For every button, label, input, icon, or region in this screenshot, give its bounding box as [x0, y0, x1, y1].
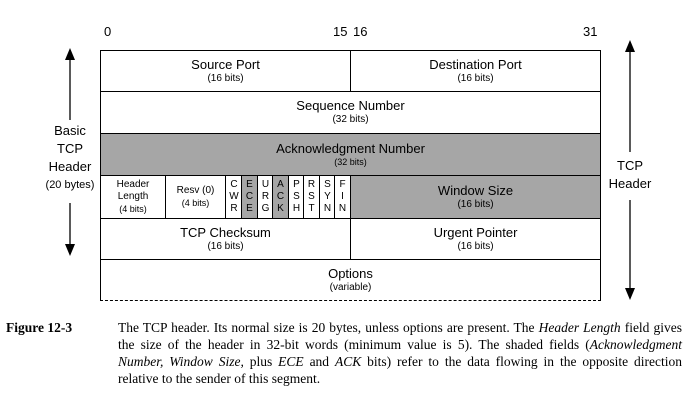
flag-fin: F I N [334, 176, 350, 218]
basic-header-label: Basic TCP Header (20 bytes) [30, 122, 110, 194]
caption-segment: and [303, 354, 335, 369]
flag-letter: C [276, 191, 285, 202]
field-name: Destination Port [429, 56, 522, 72]
field-name: Source Port [191, 56, 260, 72]
flag-letter: U [261, 179, 270, 190]
source-port-field: Source Port (16 bits) [100, 50, 351, 92]
basic-header-arrow [65, 48, 75, 256]
flag-urg: U R G [257, 176, 273, 218]
flag-letter: S [293, 191, 300, 202]
caption-segment: bits) refer to the data flowing in the o… [118, 354, 682, 386]
flag-letter: I [341, 191, 344, 202]
field-name: Window Size [437, 182, 514, 198]
flag-letter: R [307, 179, 316, 190]
header-length-field: Header Length (4 bits) [100, 175, 166, 219]
caption-italic: Header Length [538, 320, 621, 335]
field-name: Options [328, 265, 373, 281]
sequence-number-field: Sequence Number (32 bits) [100, 91, 601, 134]
options-field: Options (variable) [100, 259, 601, 301]
caption-italic: ECE [278, 354, 304, 369]
field-size: (32 bits) [334, 157, 367, 167]
field-size: (4 bits) [181, 198, 210, 208]
flag-cwr: C W R [226, 176, 242, 218]
flag-rst: R S T [303, 176, 319, 218]
tcp-header-label-line: Header [608, 176, 652, 191]
field-name: TCP Checksum [180, 224, 271, 240]
field-size: (16 bits) [457, 240, 494, 252]
flag-letter: N [323, 203, 332, 214]
field-size: (16 bits) [207, 72, 244, 84]
window-size-field: Window Size (16 bits) [350, 175, 601, 219]
field-size: (16 bits) [457, 72, 494, 84]
flag-ece: E C E [241, 176, 257, 218]
flag-letter: Y [324, 191, 331, 202]
basic-header-label-line: Basic [54, 123, 86, 138]
flag-letter: P [293, 179, 300, 190]
flag-letter: H [292, 203, 301, 214]
flag-letter: R [230, 203, 238, 214]
flag-letter: F [339, 179, 346, 190]
flag-letter: G [261, 203, 270, 214]
bit-number-16: 16 [353, 24, 368, 39]
flag-syn: S Y N [319, 176, 335, 218]
field-name: Acknowledgment Number [276, 141, 425, 156]
flag-letter: K [277, 203, 284, 214]
basic-header-label-line: (20 bytes) [45, 179, 95, 191]
field-size: (4 bits) [119, 204, 147, 214]
flag-bits-group: C W R E C E U R G A C K P S H R S T S Y … [225, 175, 351, 219]
basic-header-label-line: Header [48, 159, 92, 174]
flag-letter: T [308, 203, 315, 214]
destination-port-field: Destination Port (16 bits) [350, 50, 601, 92]
flag-letter: A [277, 179, 284, 190]
field-size: (32 bits) [332, 114, 369, 125]
field-size: (16 bits) [207, 240, 244, 252]
basic-header-label-line: TCP [57, 141, 83, 156]
flag-letter: S [324, 179, 331, 190]
caption-text: The TCP header. Its normal size is 20 by… [118, 319, 682, 387]
bit-number-0: 0 [104, 24, 112, 39]
flag-letter: C [245, 191, 254, 202]
caption-segment: plus [243, 354, 279, 369]
flag-letter: E [246, 203, 253, 214]
tcp-header-arrow [625, 40, 635, 300]
flag-letter: C [230, 179, 238, 190]
field-name: Urgent Pointer [433, 224, 518, 240]
caption-segment: The TCP header. Its normal size is 20 by… [118, 320, 539, 335]
figure-number: Figure 12-3 [6, 320, 73, 335]
field-name: Length [117, 191, 149, 202]
flag-ack: A C K [272, 176, 288, 218]
caption-italic: ACK [334, 354, 362, 369]
figure-caption: Figure 12-3 The TCP header. Its normal s… [6, 319, 682, 387]
tcp-checksum-field: TCP Checksum (16 bits) [100, 218, 351, 260]
bit-number-15: 15 [333, 24, 348, 39]
reserved-field: Resv (0) (4 bits) [165, 175, 226, 219]
caption-segment: field gives the size of the header in 32… [118, 320, 682, 352]
field-name: Header [116, 179, 150, 190]
flag-letter: R [261, 191, 270, 202]
flag-letter: S [308, 191, 315, 202]
flag-letter: W [229, 191, 239, 202]
field-size: (variable) [329, 281, 372, 293]
flag-psh: P S H [288, 176, 304, 218]
urgent-pointer-field: Urgent Pointer (16 bits) [350, 218, 601, 260]
flag-letter: N [338, 203, 347, 214]
tcp-header-label: TCP Header [596, 157, 664, 193]
caption-italic: Acknowledgment Number, Window Size, [118, 337, 682, 369]
field-name: Sequence Number [296, 98, 405, 113]
acknowledgment-number-field: Acknowledgment Number (32 bits) [100, 133, 601, 176]
field-size: (16 bits) [457, 198, 494, 210]
flag-letter: E [246, 179, 253, 190]
bit-number-31: 31 [583, 24, 598, 39]
field-name: Resv (0) [176, 185, 215, 196]
tcp-header-label-line: TCP [617, 158, 643, 173]
